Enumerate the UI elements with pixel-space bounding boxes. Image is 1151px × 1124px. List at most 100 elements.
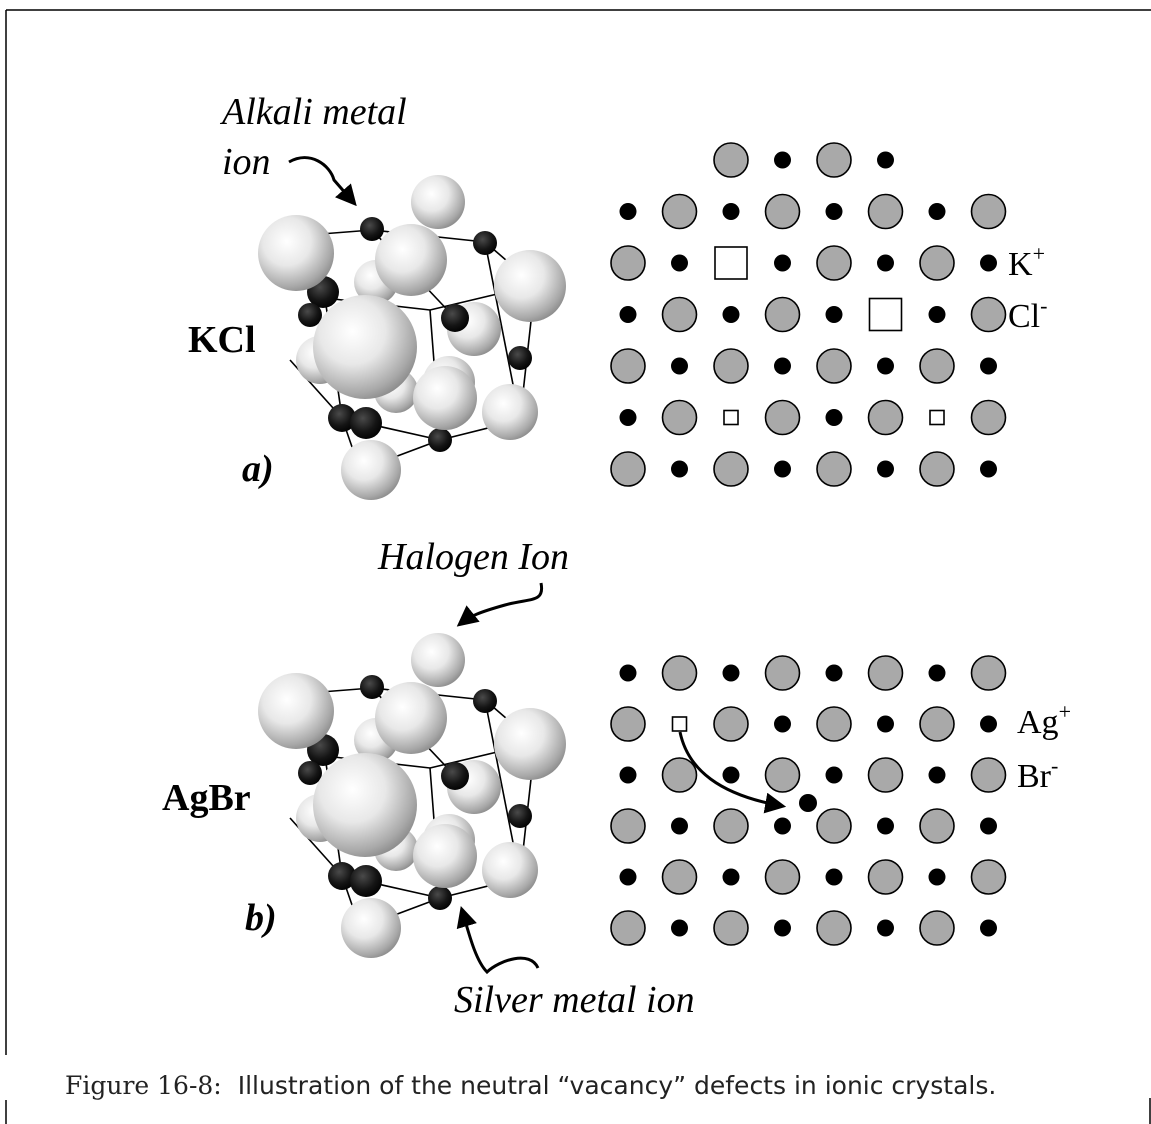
kcl-lattice-cation bbox=[877, 151, 894, 169]
caption-prefix: Figure 16-8: bbox=[65, 1071, 222, 1100]
agbr-anion-charge: - bbox=[1051, 753, 1058, 778]
agbr-lattice-cation bbox=[928, 766, 946, 784]
agbr-compound-label: AgBr bbox=[162, 777, 251, 819]
agbr-lattice-anion bbox=[713, 910, 749, 946]
agbr-lattice-anion bbox=[764, 655, 801, 691]
kcl-crystal-model bbox=[258, 175, 566, 500]
agbr-lattice-anion bbox=[610, 706, 646, 742]
kcl-lattice-cation bbox=[877, 254, 894, 272]
agbr-lattice-cation bbox=[722, 766, 740, 784]
crystal-halide-sphere bbox=[411, 633, 465, 687]
agbr-lattice-cation bbox=[877, 919, 894, 937]
kcl-lattice-anion bbox=[713, 348, 749, 384]
crystal-halide-sphere bbox=[341, 898, 401, 958]
kcl-lattice-anion bbox=[816, 451, 852, 487]
kcl-lattice-cation bbox=[980, 460, 997, 478]
crystal-metal-sphere bbox=[428, 886, 452, 910]
kcl-anion-label: Cl- bbox=[1008, 293, 1047, 335]
panel-b: Halogen Ion AgBr b) Silver metal ion Ag+… bbox=[162, 536, 1071, 1021]
crystal-halide-sphere bbox=[482, 842, 538, 898]
crystal-halide-sphere bbox=[375, 682, 447, 754]
crystal-halide-sphere bbox=[313, 295, 417, 399]
agbr-lattice-anion bbox=[867, 655, 904, 691]
agbr-lattice-anion bbox=[919, 706, 955, 742]
kcl-lattice-cation bbox=[671, 254, 688, 272]
crystal-metal-sphere bbox=[473, 231, 497, 255]
kcl-lattice-anion bbox=[919, 348, 955, 384]
kcl-lattice-anion bbox=[764, 296, 801, 333]
kcl-lattice-cation-vacancy bbox=[723, 409, 739, 426]
crystal-halide-sphere bbox=[313, 753, 417, 857]
kcl-lattice-cation bbox=[980, 357, 997, 375]
agbr-cation-symbol: Ag bbox=[1017, 704, 1059, 741]
crystal-metal-sphere bbox=[441, 762, 469, 790]
crystal-halide-sphere bbox=[375, 224, 447, 296]
kcl-lattice-anion bbox=[764, 193, 801, 230]
kcl-lattice-cation bbox=[619, 306, 637, 323]
kcl-lattice-cation bbox=[877, 357, 894, 375]
kcl-lattice-anion bbox=[764, 399, 801, 436]
agbr-lattice-anion bbox=[816, 910, 852, 946]
crystal-metal-sphere bbox=[360, 217, 384, 241]
kcl-lattice-cation bbox=[619, 409, 637, 426]
agbr-lattice-anion bbox=[867, 757, 904, 793]
kcl-lattice-anion bbox=[713, 142, 749, 178]
kcl-lattice-anion bbox=[610, 348, 646, 384]
kcl-lattice-anion bbox=[919, 451, 955, 487]
kcl-lattice-cation bbox=[619, 203, 637, 220]
crystal-halide-sphere bbox=[413, 824, 477, 888]
crystal-metal-sphere bbox=[298, 761, 322, 785]
agbr-crystal-model bbox=[258, 633, 566, 958]
agbr-lattice-cation bbox=[877, 817, 894, 835]
halogen-pointer-label: Halogen Ion bbox=[377, 536, 569, 578]
agbr-lattice-cation bbox=[619, 868, 637, 886]
agbr-lattice-cation bbox=[619, 766, 637, 784]
kcl-anion-charge: - bbox=[1040, 293, 1047, 318]
agbr-lattice-anion bbox=[661, 655, 698, 691]
kcl-lattice-cation bbox=[825, 306, 843, 323]
crystal-halide-sphere bbox=[411, 175, 465, 229]
agbr-lattice-anion bbox=[661, 757, 698, 793]
agbr-lattice bbox=[610, 655, 1007, 946]
kcl-lattice-cation bbox=[774, 151, 791, 169]
kcl-lattice-anion-vacancy bbox=[868, 297, 903, 332]
kcl-compound-label: KCl bbox=[188, 319, 256, 361]
agbr-lattice-cation bbox=[671, 919, 688, 937]
agbr-lattice-anion bbox=[816, 706, 852, 742]
agbr-lattice-anion bbox=[610, 910, 646, 946]
caption-text: Illustration of the neutral “vacancy” de… bbox=[238, 1071, 997, 1100]
kcl-lattice-anion bbox=[816, 245, 852, 281]
crystal-halide-sphere bbox=[494, 250, 566, 322]
kcl-cation-charge: + bbox=[1033, 241, 1045, 266]
agbr-lattice-anion bbox=[764, 859, 801, 895]
agbr-lattice-cation bbox=[928, 664, 946, 682]
crystal-halide-sphere bbox=[258, 673, 334, 749]
crystal-metal-sphere bbox=[473, 689, 497, 713]
kcl-lattice-cation bbox=[980, 254, 997, 272]
agbr-lattice-cation bbox=[774, 715, 791, 733]
agbr-lattice-cation bbox=[774, 919, 791, 937]
crystal-halide-sphere bbox=[413, 366, 477, 430]
agbr-lattice-anion bbox=[713, 808, 749, 844]
kcl-lattice-cation bbox=[722, 203, 740, 220]
agbr-lattice-cation-vacancy bbox=[671, 716, 688, 732]
agbr-lattice-anion bbox=[970, 859, 1007, 895]
silver-pointer-arrow bbox=[456, 905, 540, 975]
agbr-lattice-cation bbox=[825, 868, 843, 886]
kcl-lattice-anion bbox=[970, 296, 1007, 333]
agbr-lattice-cation bbox=[671, 817, 688, 835]
agbr-lattice-anion bbox=[816, 808, 852, 844]
agbr-lattice-anion bbox=[867, 859, 904, 895]
kcl-lattice-anion bbox=[867, 399, 904, 436]
crystal-metal-sphere bbox=[350, 865, 382, 897]
kcl-lattice-cation bbox=[825, 409, 843, 426]
interstitial-cation bbox=[799, 794, 817, 812]
agbr-lattice-cation bbox=[877, 715, 894, 733]
kcl-lattice-cation-vacancy bbox=[929, 409, 945, 426]
agbr-lattice-cation bbox=[774, 817, 791, 835]
crystal-metal-sphere bbox=[328, 862, 356, 890]
agbr-lattice-cation bbox=[980, 715, 997, 733]
crystal-halide-sphere bbox=[258, 215, 334, 291]
alkali-pointer-arrow bbox=[288, 156, 357, 207]
